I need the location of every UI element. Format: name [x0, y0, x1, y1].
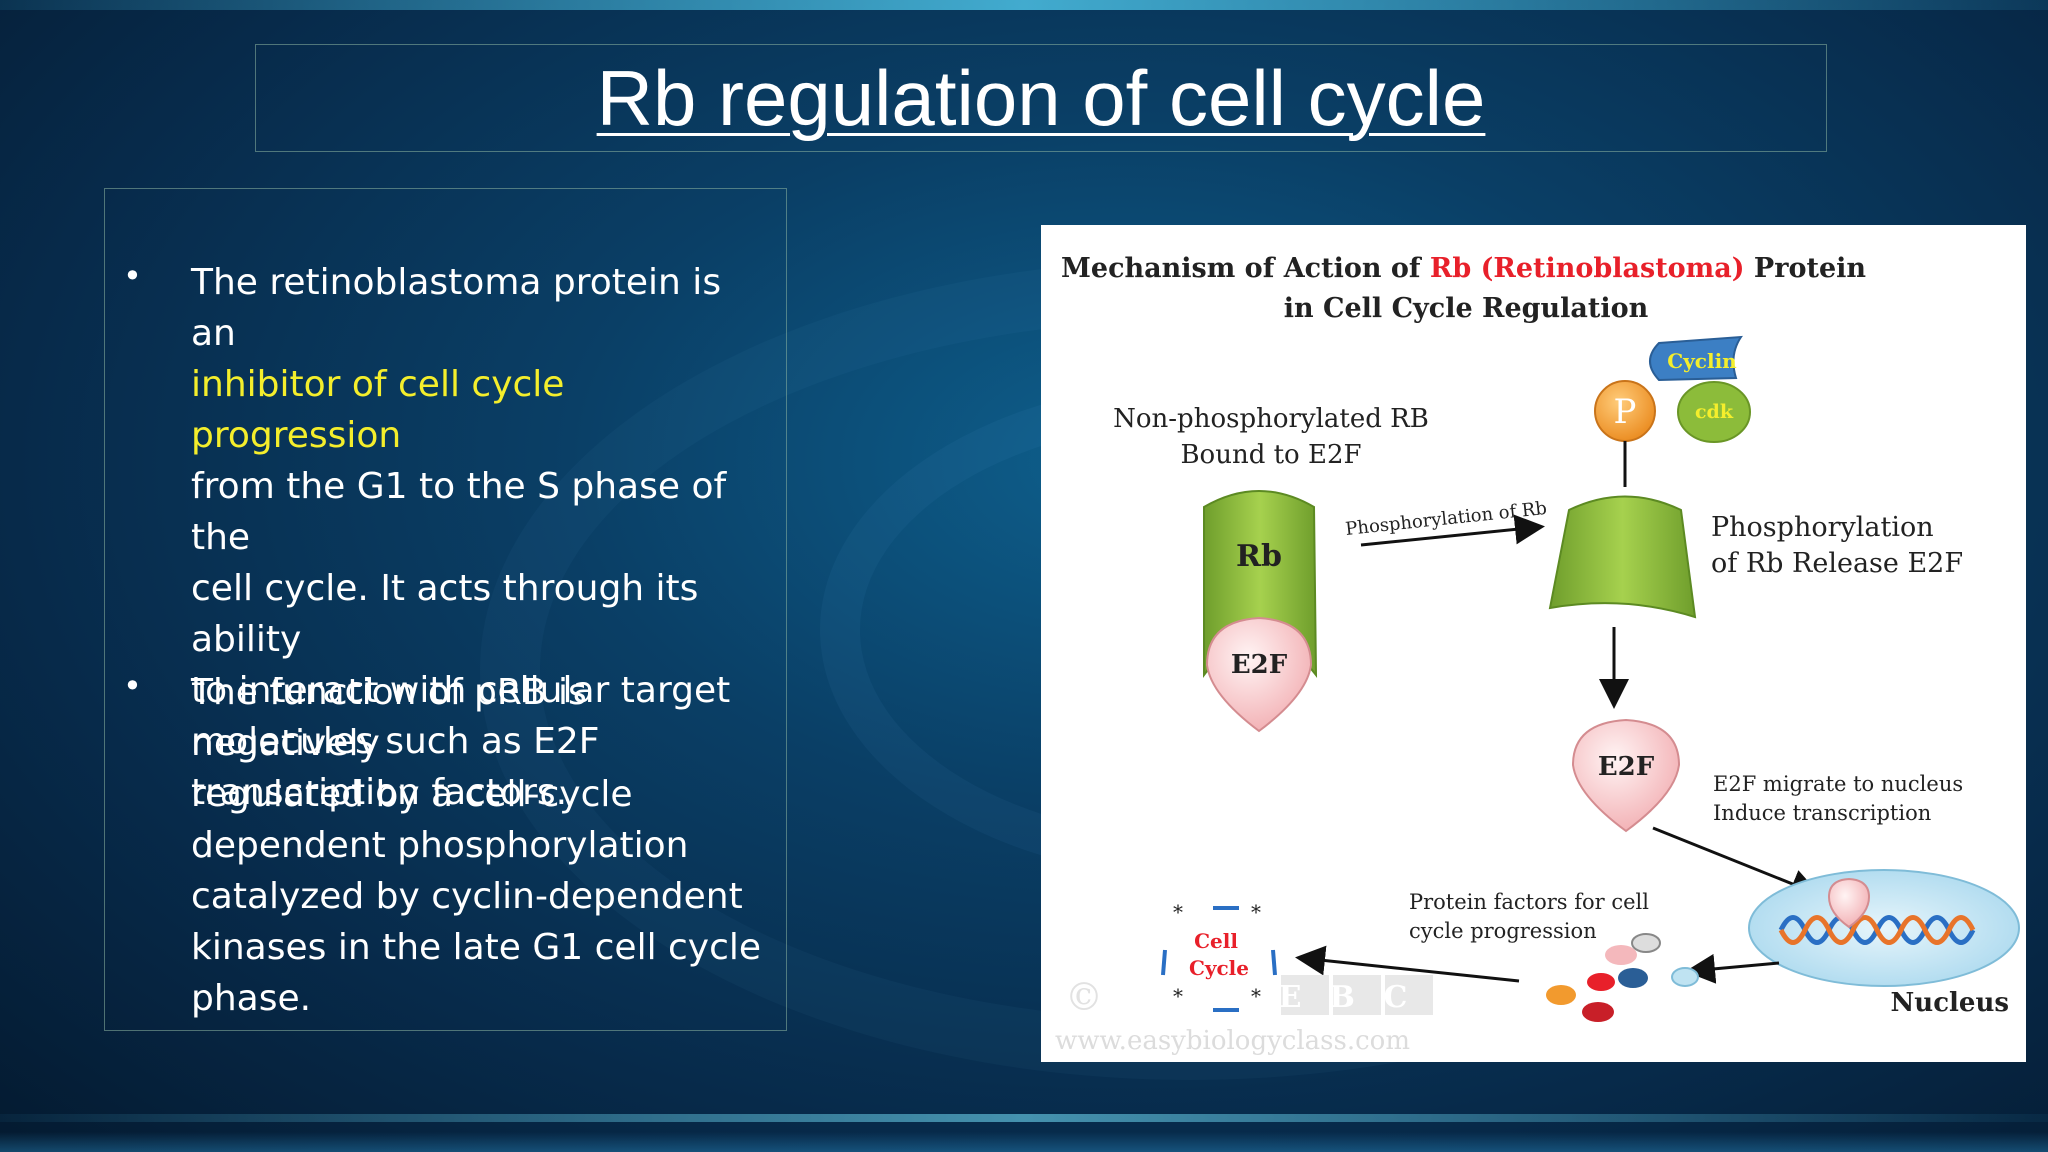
heading-part: Mechanism of Action of: [1061, 253, 1430, 284]
bullet-line: molecules such as E2F: [191, 721, 600, 762]
transcription-output-arrow: [1685, 953, 1780, 984]
bullet-line: transcription factors.: [191, 772, 568, 813]
bullet-dot: •: [123, 667, 142, 705]
bullet-line: kinases in the late G1 cell cycle: [191, 927, 762, 968]
protein-blob: [1582, 1002, 1614, 1022]
bottom-glow: [0, 1132, 2048, 1152]
protein-blob: [1605, 945, 1637, 965]
phosphorylation-arrow: [1360, 514, 1545, 547]
bullet-text: The function of pRB is negatively regula…: [191, 667, 771, 1024]
e2f-bound-shape: [1205, 616, 1313, 733]
bullet-line: regulated by a cell-cycle: [191, 774, 633, 815]
migrate-label-line1: E2F migrate to nucleus: [1713, 772, 1963, 796]
bullet-line: dependent phosphorylation: [191, 825, 689, 866]
bullet-text-box: • The retinoblastoma protein is an inhib…: [104, 188, 787, 1031]
phosphate-label: P: [1614, 392, 1637, 432]
bullet-line: The retinoblastoma protein is an: [191, 262, 722, 354]
watermark-copyright: ©: [1065, 975, 1103, 1019]
e2f-bound-label: E2F: [1231, 650, 1288, 680]
cell-cycle-star: *: [1251, 900, 1261, 924]
dna-strand-orange: [1778, 915, 1976, 945]
cell-cycle-star: *: [1173, 900, 1183, 924]
protein-label-line2: cycle progression: [1409, 919, 1597, 943]
cell-cycle-bracket: [1161, 949, 1167, 976]
bullet-line: to interact with cellular target: [191, 670, 731, 711]
heading-rb-highlight: Rb (Retinoblastoma): [1430, 253, 1745, 284]
bullet-line: The function of pRB is negatively: [191, 672, 587, 764]
to-cell-cycle-arrow: [1295, 945, 1520, 983]
protein-blob: [1671, 967, 1699, 987]
release-label-line1: Phosphorylation: [1711, 512, 1934, 543]
watermark-logo-block: [1333, 975, 1381, 1015]
nonphos-label-line1: Non-phosphorylated RB: [1113, 404, 1429, 434]
cell-cycle-label-line1: Cell: [1194, 929, 1238, 953]
cyclin-label: Cyclin: [1667, 349, 1737, 373]
migrate-label-line2: Induce transcription: [1713, 801, 1931, 825]
protein-label-line1: Protein factors for cell: [1409, 890, 1649, 914]
rb-mechanism-diagram: Mechanism of Action of Rb (Retinoblastom…: [1041, 225, 2026, 1062]
phosphorylation-arrow-label: Phosphorylation of Rb: [1344, 498, 1548, 540]
cdk-label: cdk: [1695, 401, 1734, 423]
release-label-line2: of Rb Release E2F: [1711, 548, 1963, 579]
protein-blob: [1546, 985, 1576, 1005]
phosphorylated-rb-shape: [1548, 495, 1697, 619]
protein-blob: [1618, 968, 1648, 988]
nonphos-label-line2: Bound to E2F: [1180, 440, 1361, 470]
cell-cycle-bracket: [1271, 949, 1277, 976]
rb-label: Rb: [1236, 539, 1282, 574]
watermark-logo-block: [1281, 975, 1329, 1015]
bullet-line: phase.: [191, 978, 312, 1019]
slide-title: Rb regulation of cell cycle: [596, 53, 1486, 142]
bullet-line: catalyzed by cyclin-dependent: [191, 876, 743, 917]
e2f-on-dna-shape: [1827, 877, 1871, 929]
nucleus-label: Nucleus: [1891, 988, 2009, 1018]
bullet-line: from the G1 to the S phase of the: [191, 466, 727, 558]
bottom-light-streak: [0, 1114, 2048, 1122]
cell-cycle-label-line2: Cycle: [1189, 956, 1249, 980]
e2f-free-shape: [1571, 718, 1681, 833]
watermark-logo-block: [1385, 975, 1433, 1015]
cdk-shape: [1677, 381, 1751, 443]
protein-blob: [1631, 933, 1661, 953]
diagram-heading-line1: Mechanism of Action of Rb (Retinoblastom…: [1061, 253, 1866, 284]
e2f-free-label: E2F: [1598, 752, 1655, 782]
title-box: Rb regulation of cell cycle: [255, 44, 1827, 152]
bullet-line: cell cycle. It acts through its ability: [191, 568, 699, 660]
bullet-dot: •: [123, 257, 142, 295]
cell-cycle-star: *: [1173, 984, 1183, 1008]
migrate-arrow: [1652, 826, 1821, 898]
watermark-logo: EBC: [1279, 980, 1436, 1015]
top-light-streak: [0, 0, 2048, 10]
cyclin-shape: [1649, 335, 1743, 382]
bullet-highlight: inhibitor of cell cycle progression: [191, 364, 565, 456]
bullet-text: The retinoblastoma protein is an inhibit…: [191, 257, 771, 818]
cell-cycle-star: *: [1251, 984, 1261, 1008]
watermark-url: www.easybiologyclass.com: [1055, 1026, 1410, 1056]
protein-blob: [1587, 973, 1615, 991]
nucleus-shape: [1748, 869, 2020, 987]
diagram-heading-line2: in Cell Cycle Regulation: [1284, 293, 1649, 324]
heading-part: Protein: [1745, 253, 1867, 284]
